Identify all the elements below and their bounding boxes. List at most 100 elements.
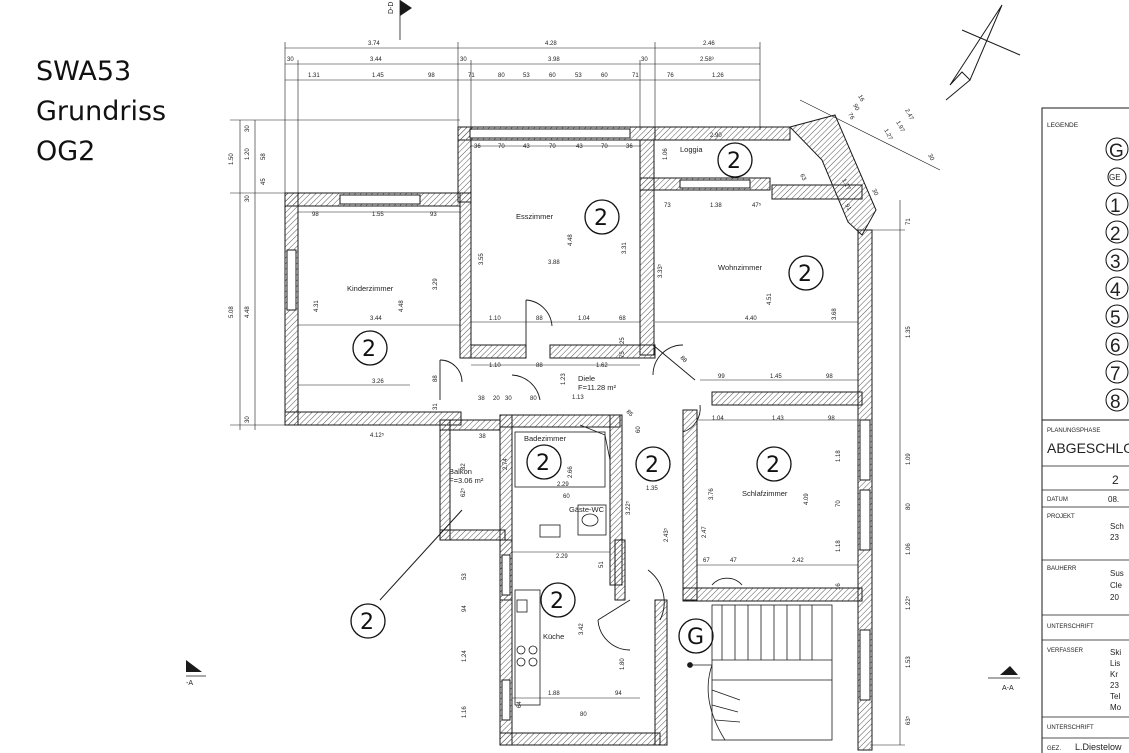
dim-text: 1.10 xyxy=(489,363,501,369)
dim-text: 90 xyxy=(851,103,860,112)
dim-text: 2.46 xyxy=(703,41,715,47)
dim-text: 1.24 xyxy=(462,650,468,662)
projekt-line: Sch xyxy=(1110,522,1124,531)
verfasser-line: Ski xyxy=(1110,648,1121,657)
dim-text: 1.38 xyxy=(710,203,722,209)
dim-text: 3.68 xyxy=(832,308,838,320)
dim-text: 3.44 xyxy=(370,316,382,322)
bauherr-line: Cle xyxy=(1110,581,1123,590)
verfasser-line: Lis xyxy=(1110,659,1120,668)
dim-text: 94 xyxy=(615,691,622,697)
legend-symbol: 1 xyxy=(1110,196,1121,217)
unterschrift-label: UNTERSCHRIFT xyxy=(1047,725,1094,731)
dim-text: 75 xyxy=(620,351,626,358)
area-circle-wohnzimmer xyxy=(788,255,824,291)
dim-text: 4.48 xyxy=(245,306,251,318)
dim-text: 1.06 xyxy=(906,543,912,555)
bauherr-line: Sus xyxy=(1110,569,1124,578)
legend-symbol: 8 xyxy=(1110,392,1121,413)
dim-text: 88 xyxy=(536,316,543,322)
dim-text: 36 xyxy=(626,144,633,150)
dim-text: 60 xyxy=(601,73,608,79)
legend-header: LEGENDE xyxy=(1047,122,1079,129)
dim-text: 2.90 xyxy=(710,133,722,139)
dim-text: 3.33⁵ xyxy=(657,263,664,278)
legend-symbol: GE xyxy=(1109,173,1121,182)
dim-text: 88 xyxy=(433,375,439,382)
dim-text: 73 xyxy=(664,203,671,209)
dim-text: 1.45 xyxy=(372,73,384,79)
dim-text: 1.06 xyxy=(663,148,669,160)
legend-symbol: 6 xyxy=(1110,336,1121,357)
dim-text: 1.18 xyxy=(836,540,842,552)
area-markers xyxy=(350,142,824,654)
dim-text: 30 xyxy=(641,57,648,63)
section-marker-top: D-D xyxy=(388,0,412,40)
dim-text: 43 xyxy=(523,144,530,150)
dim-text: 2.47 xyxy=(903,108,914,122)
verfasser-line: Mo xyxy=(1110,703,1122,712)
dimension-lines xyxy=(230,42,941,746)
dim-text: 4.12⁵ xyxy=(370,432,385,439)
dim-text: 30 xyxy=(926,153,935,162)
dim-text: 98 xyxy=(312,212,319,218)
dim-text: 2.42 xyxy=(792,558,804,564)
dim-text: 63⁵ xyxy=(905,715,912,725)
dim-text: 76 xyxy=(846,112,855,121)
dim-text: 93 xyxy=(430,212,437,218)
windows xyxy=(286,128,871,721)
area-circle-kinderzimmer xyxy=(352,330,388,366)
dim-text: 3.98 xyxy=(548,57,560,63)
dim-text: 2.43⁵ xyxy=(663,527,670,542)
room-name-loggia: Loggia xyxy=(680,145,703,154)
dim-text: 1.45 xyxy=(770,374,782,380)
plan-number: 2 xyxy=(1112,473,1119,487)
dim-text: 3.26 xyxy=(372,379,384,385)
dim-text: 60 xyxy=(563,494,570,500)
dim-text: 25 xyxy=(620,337,626,344)
area-circle-balkon xyxy=(350,603,386,639)
section-mark-left-label: -A xyxy=(186,680,193,687)
gez-label: GEZ. xyxy=(1047,746,1061,752)
section-marker-left: -A xyxy=(186,660,206,687)
dim-text: 1.10 xyxy=(489,316,501,322)
plan-title-line-2: Grundriss xyxy=(36,96,167,127)
dim-text: 3.42 xyxy=(579,623,585,635)
title-block: LEGENDE G GE 1 2 3 4 5 6 7 8 xyxy=(1041,107,1129,753)
dim-text: 70 xyxy=(498,144,505,150)
dim-text: 1.43 xyxy=(772,416,784,422)
dim-text: 53 xyxy=(523,73,530,79)
dim-text: 16 xyxy=(856,94,865,103)
section-mark-top-label: D-D xyxy=(388,2,395,14)
phase-label: PLANUNGSPHASE xyxy=(1047,428,1100,434)
dim-text: 30 xyxy=(460,57,467,63)
stair-mark: G xyxy=(687,625,704,650)
dim-text: 99 xyxy=(718,374,725,380)
dim-text: 30 xyxy=(245,195,251,202)
verfasser-label: VERFASSER xyxy=(1047,648,1084,654)
dim-text: 4.48 xyxy=(399,300,405,312)
area-circle-badezimmer xyxy=(526,444,562,480)
dim-text: 1.50 xyxy=(229,153,235,165)
dim-text: 1.23 xyxy=(561,373,567,385)
room-name-kueche: Küche xyxy=(543,632,564,641)
dim-text: 4.28 xyxy=(545,41,557,47)
dim-text: 30 xyxy=(505,396,512,402)
area-numbers: 2 2 2 2 2 2 2 2 2 G xyxy=(360,149,812,650)
dim-text: 2.47 xyxy=(702,526,708,538)
dim-text: 67 xyxy=(703,558,710,564)
dim-text: 98 xyxy=(828,416,835,422)
dim-text: 2.66 xyxy=(568,466,574,478)
dim-text: 1.97 xyxy=(894,120,905,134)
dim-text: 38 xyxy=(479,434,486,440)
dim-text: 45 xyxy=(261,178,267,185)
dim-text: 70 xyxy=(601,144,608,150)
dim-text: 2.58³ xyxy=(700,57,714,63)
room-name-esszimmer: Esszimmer xyxy=(516,212,554,221)
dim-text: 20 xyxy=(493,396,500,402)
dim-text: 1.04 xyxy=(712,416,724,422)
area-no-diele: 2 xyxy=(645,453,659,478)
dim-text: 3.74 xyxy=(368,41,380,47)
legend-symbol: 5 xyxy=(1110,308,1121,329)
verfasser-line: 23 xyxy=(1110,681,1119,690)
